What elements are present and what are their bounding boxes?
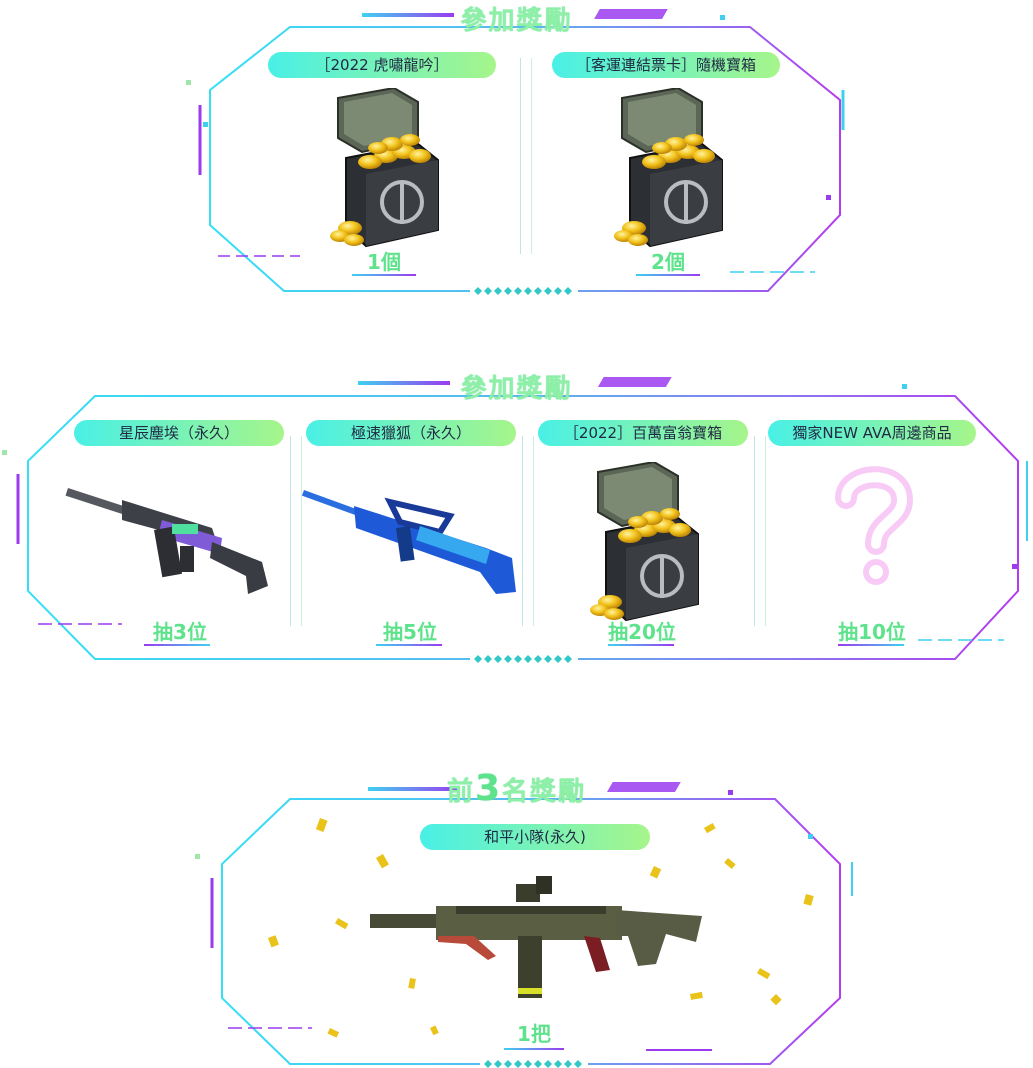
- diamond-strip: [470, 287, 578, 295]
- qty-underline: [376, 644, 442, 646]
- column-divider: [522, 436, 534, 626]
- section-title: 參加獎勵: [460, 6, 573, 36]
- reward-section-participation-1: 參加獎勵 ［2022 虎嘯龍吟］ 1個 ［客運連結票卡］隨機寶箱 2個: [0, 0, 1033, 300]
- rifle-icon: [301, 490, 516, 594]
- qty-underline: [838, 644, 904, 646]
- reward-qty: 2個: [651, 250, 685, 274]
- column-divider: [290, 436, 302, 626]
- reward-qty: 抽10位: [838, 620, 906, 644]
- qty-underline: [608, 644, 674, 646]
- treasure-chest-icon: [328, 88, 440, 248]
- reward-section-participation-2: 參加獎勵 星辰塵埃（永久） 抽3位 極速獵狐（永久） 抽5位 ［2022］百萬富…: [0, 366, 1033, 666]
- reward-qty: 抽3位: [153, 620, 207, 644]
- treasure-chest-icon: [612, 88, 724, 248]
- reward-qty: 抽20位: [608, 620, 676, 644]
- reward-label-speed-fox: 極速獵狐（永久）: [306, 420, 516, 446]
- qty-underline: [352, 274, 416, 276]
- qty-underline: [504, 1048, 564, 1050]
- section-frame: [186, 9, 845, 295]
- rifle-icon: [65, 488, 268, 594]
- reward-label-tiger-dragon: ［2022 虎嘯龍吟］: [268, 52, 496, 78]
- column-divider: [754, 436, 766, 626]
- confetti: [268, 817, 814, 1038]
- section-title: 前3名獎勵: [446, 768, 587, 809]
- diamond-strip: [480, 1060, 588, 1068]
- reward-qty: 1個: [367, 250, 401, 274]
- section-title: 參加獎勵: [460, 374, 573, 404]
- rifle-icon: [370, 876, 702, 998]
- reward-label-stardust: 星辰塵埃（永久）: [74, 420, 284, 446]
- treasure-chest-icon: [588, 462, 700, 622]
- reward-label-ava-merch: 獨家NEW AVA周邊商品: [768, 420, 976, 446]
- reward-section-top3: 前3名獎勵 和平小隊(永久) 1把: [0, 766, 1033, 1068]
- section-frame: [2, 377, 1028, 663]
- diamond-strip: [470, 655, 578, 663]
- section-frame: [195, 782, 853, 1068]
- reward-qty: 抽5位: [383, 620, 437, 644]
- reward-label-millionaire-box: ［2022］百萬富翁寶箱: [538, 420, 748, 446]
- question-mark-icon: [835, 466, 914, 585]
- column-divider: [520, 58, 532, 254]
- qty-underline: [636, 274, 700, 276]
- reward-qty: 1把: [517, 1022, 551, 1046]
- reward-label-peace-squad: 和平小隊(永久): [420, 824, 650, 850]
- qty-underline: [144, 644, 210, 646]
- reward-label-bus-card-box: ［客運連結票卡］隨機寶箱: [552, 52, 780, 78]
